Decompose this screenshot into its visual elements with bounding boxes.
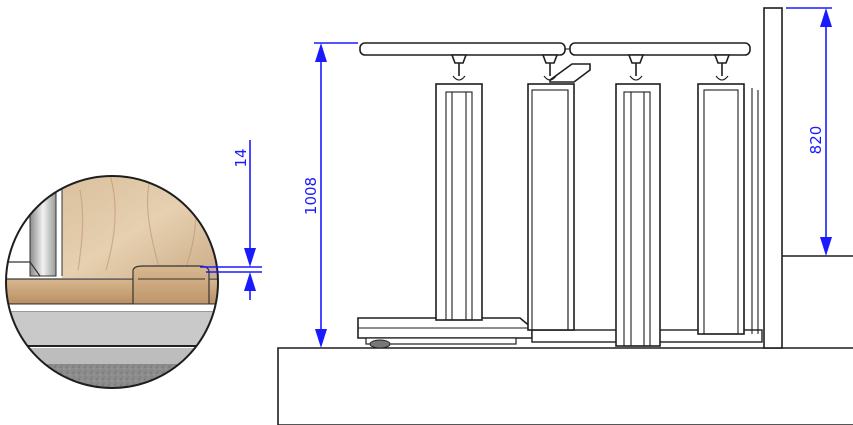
- dimension-label-1008: 1008: [302, 177, 320, 215]
- panel-4: [697, 54, 759, 335]
- floor-platform: [277, 347, 853, 425]
- dimension-label-14: 14: [232, 148, 250, 167]
- dimension-1008: 1008: [302, 42, 358, 348]
- dimension-label-820: 820: [807, 126, 825, 155]
- top-rails: [359, 42, 751, 83]
- dimension-820: 820: [786, 7, 832, 256]
- wall: [763, 7, 853, 349]
- detail-view: [5, 175, 219, 389]
- panel-1: [435, 54, 483, 321]
- hanging-panels: [435, 54, 759, 347]
- panel-3: [615, 54, 661, 347]
- panel-2: [527, 54, 575, 331]
- dimension-14: 14: [200, 140, 262, 300]
